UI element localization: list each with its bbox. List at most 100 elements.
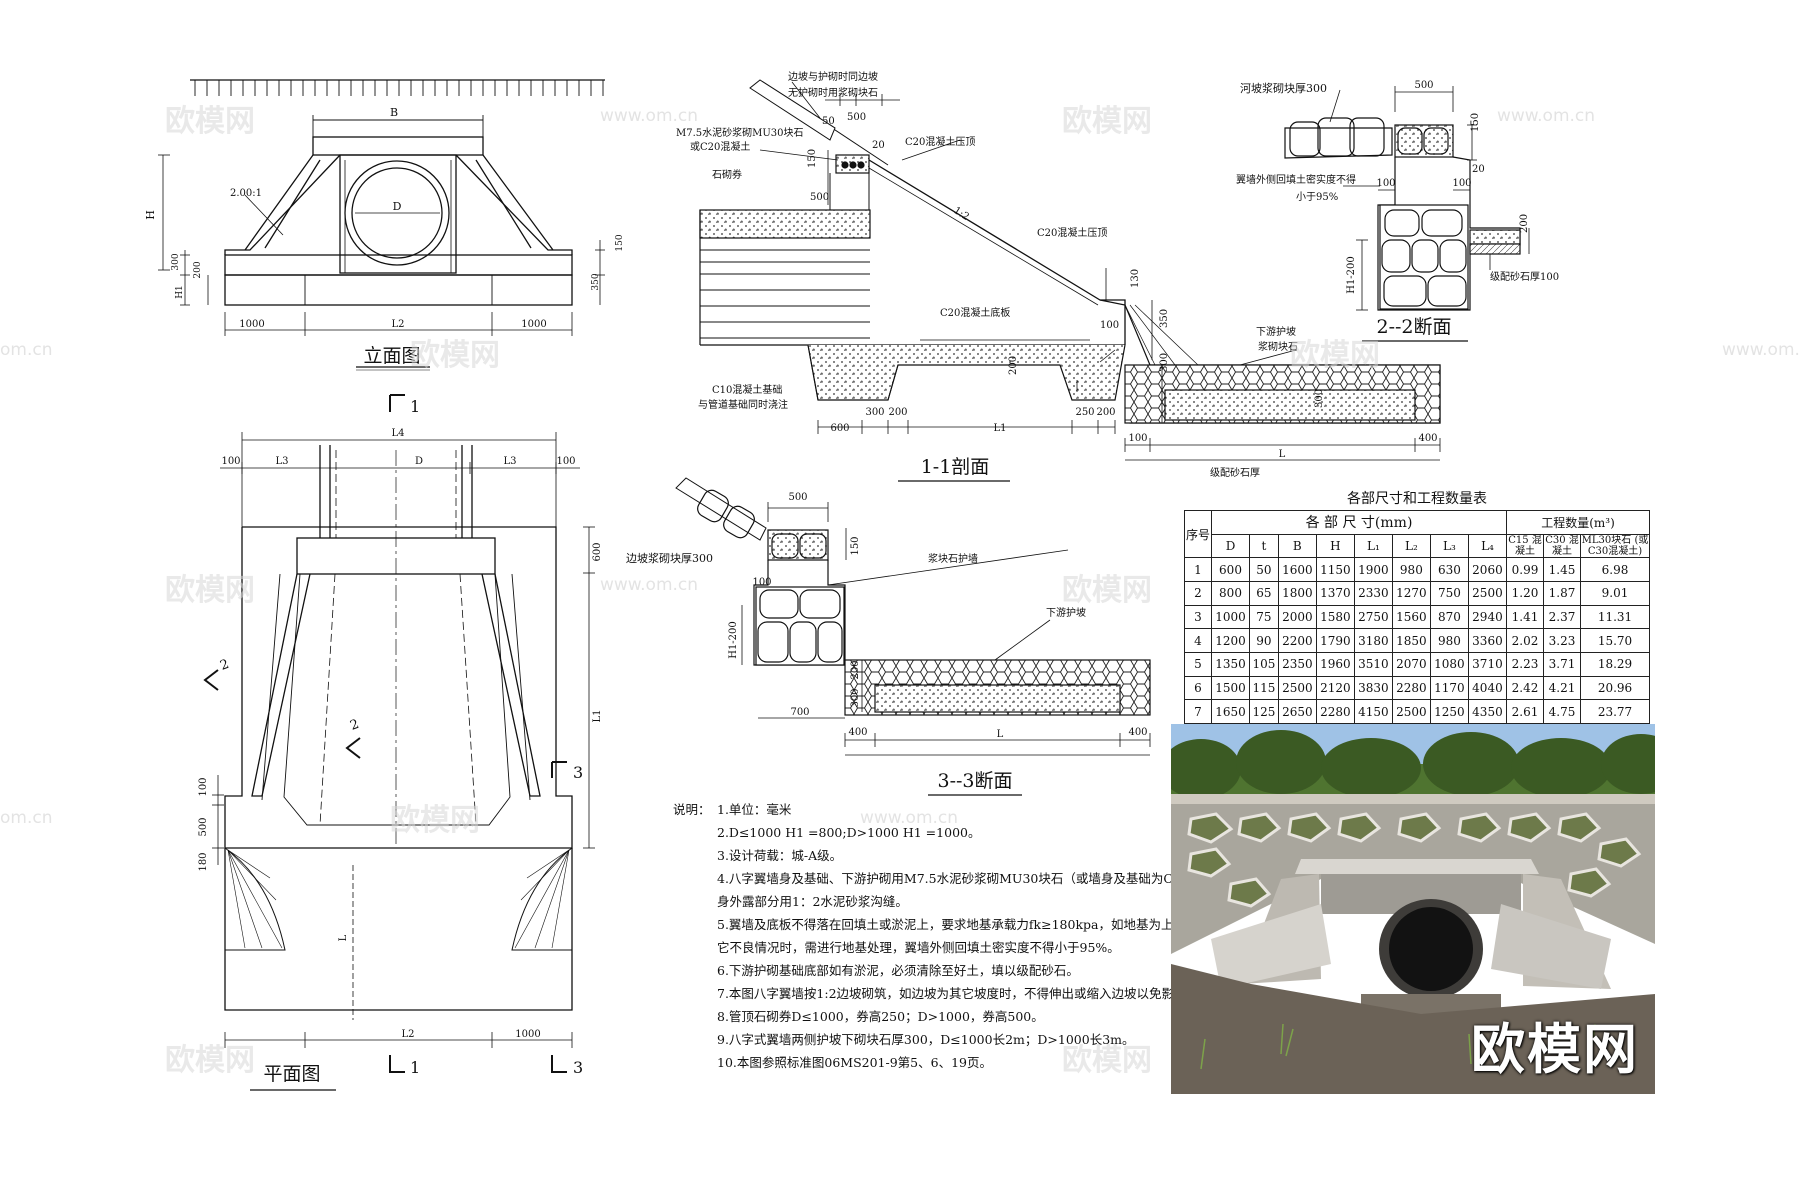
table-cell: 115 <box>1249 675 1279 701</box>
dim-180: 180 <box>198 852 209 871</box>
table-cell: 2940 <box>1467 604 1508 630</box>
dim-H1-200: H1-200 <box>1346 256 1357 294</box>
table-cell: 105 <box>1249 651 1279 677</box>
section-marker-1-top: 1 <box>410 397 420 416</box>
section-2-2 <box>1284 86 1530 311</box>
note-or-c20: 或C20混凝土 <box>690 140 750 153</box>
dim-L3-right: L3 <box>503 456 516 467</box>
section-marker-2b: 2 <box>348 717 361 734</box>
table-cell: 2.61 <box>1506 699 1544 724</box>
table-cell: 1000 <box>1210 604 1251 630</box>
dim-1000: 1000 <box>515 1029 540 1040</box>
dim-200: 200 <box>193 261 203 278</box>
dim-L2: L2 <box>401 1029 414 1040</box>
dim-600: 600 <box>592 542 603 561</box>
table-cell: 4.21 <box>1543 675 1581 701</box>
table-cell: 2500 <box>1391 699 1431 724</box>
table-cell: 870 <box>1429 604 1469 630</box>
section-1-1 <box>699 79 1441 461</box>
note-backfill-compaction: 翼墙外侧回填土密实度不得 <box>1236 173 1356 186</box>
dim-300-gravel: 300 <box>1314 389 1325 408</box>
note-river-slope: 河坡浆砌块厚300 <box>1240 81 1327 95</box>
dim-100: 100 <box>752 577 771 588</box>
dim-150: 150 <box>615 234 625 251</box>
dim-L3-left: L3 <box>275 456 288 467</box>
table-cell: 0.99 <box>1506 557 1544 582</box>
dim-H1-200: H1-200 <box>728 621 739 659</box>
dim-100-b: 100 <box>1128 433 1147 444</box>
dim-600: 600 <box>830 423 849 434</box>
note-stone-wall: 浆块石护墙 <box>928 552 978 565</box>
col-header: ML30块石 (或C30混凝土) <box>1580 533 1650 559</box>
dim-100-right: 100 <box>1452 178 1471 189</box>
culvert-photo-illustration <box>1171 724 1655 1094</box>
table-cell: 2.42 <box>1506 675 1544 701</box>
table-cell: 1800 <box>1277 580 1317 606</box>
dim-100-right: 100 <box>556 456 575 467</box>
table-cell: 2650 <box>1277 699 1317 724</box>
note-stone-arch: 石砌券 <box>712 168 742 181</box>
note-slope-same: 边坡与护砌时同边坡 <box>788 70 878 83</box>
dim-L4: L4 <box>391 428 404 439</box>
dim-L: L <box>338 934 349 941</box>
table-cell: 1250 <box>1429 699 1469 724</box>
col-header: L₂ <box>1391 533 1431 559</box>
elevation-title: 立面图 <box>363 345 420 367</box>
table-cell: 4040 <box>1467 675 1508 701</box>
dim-400: 400 <box>1418 433 1437 444</box>
table-cell: 1270 <box>1391 580 1431 606</box>
dim-20: 20 <box>1472 164 1485 175</box>
dim-300: 300 <box>850 688 861 707</box>
table-cell: 2330 <box>1353 580 1393 606</box>
table-cell: 6.98 <box>1580 557 1650 582</box>
dim-100-left: 100 <box>221 456 240 467</box>
table-cell: 2280 <box>1315 699 1355 724</box>
dim-D: D <box>415 456 423 467</box>
section-marker-3-top: 3 <box>573 763 583 782</box>
dim-300-wall: 300 <box>1159 353 1170 372</box>
note-slope-masonry: 边坡浆砌块厚300 <box>626 551 713 565</box>
dim-300: 300 <box>171 253 181 270</box>
dim-400-left: 400 <box>848 727 867 738</box>
table-cell: 1.87 <box>1543 580 1581 606</box>
dim-700: 700 <box>790 707 809 718</box>
table-cell: 2.02 <box>1506 628 1544 653</box>
col-header: H <box>1315 533 1355 559</box>
note-item: 8.管顶石砌券D≤1000，券高250；D>1000，券高500。 <box>717 1009 1044 1024</box>
dim-L: L <box>1279 449 1286 460</box>
table-cell: 18.29 <box>1580 651 1650 677</box>
dim-slope: 2.00:1 <box>230 188 262 199</box>
note-no-revetment: 无护砌时用浆砌块石 <box>788 86 878 99</box>
table-cell: 1080 <box>1429 651 1469 677</box>
site-photo: 欧模网 <box>1171 724 1655 1094</box>
table-cell: 90 <box>1249 628 1279 653</box>
table-cell: 50 <box>1249 557 1279 582</box>
dim-L1: L1 <box>993 423 1006 434</box>
table-cell: 2200 <box>1277 628 1317 653</box>
dim-B: B <box>390 106 398 119</box>
dim-L2: L2 <box>391 319 404 330</box>
table-cell: 4.75 <box>1543 699 1581 724</box>
table-cell: 15.70 <box>1580 628 1650 653</box>
note-c10-foundation: C10混凝土基础 <box>712 383 782 396</box>
photo-watermark: 欧模网 <box>1471 1018 1639 1081</box>
header-quantities: 工程数量(m³) <box>1506 510 1650 535</box>
table-cell: 3 <box>1184 604 1212 630</box>
col-header: t <box>1249 533 1279 559</box>
dim-200: 200 <box>1008 356 1019 375</box>
table-cell: 2280 <box>1391 675 1431 701</box>
dim-100: 100 <box>1100 320 1119 331</box>
note-graded-gravel: 级配砂石厚 <box>1210 466 1260 479</box>
table-cell: 1370 <box>1315 580 1355 606</box>
table-cell: 1560 <box>1391 604 1431 630</box>
table-subheader-row: D t B H L₁ L₂ L₃ L₄ C15 混凝土 C30 混凝土 ML30… <box>1185 533 1650 559</box>
table-cell: 75 <box>1249 604 1279 630</box>
section-3-3-title: 3--3断面 <box>937 770 1012 792</box>
note-downstream-slope: 下游护坡 <box>1046 606 1086 619</box>
col-header: C30 混凝土 <box>1543 533 1581 559</box>
